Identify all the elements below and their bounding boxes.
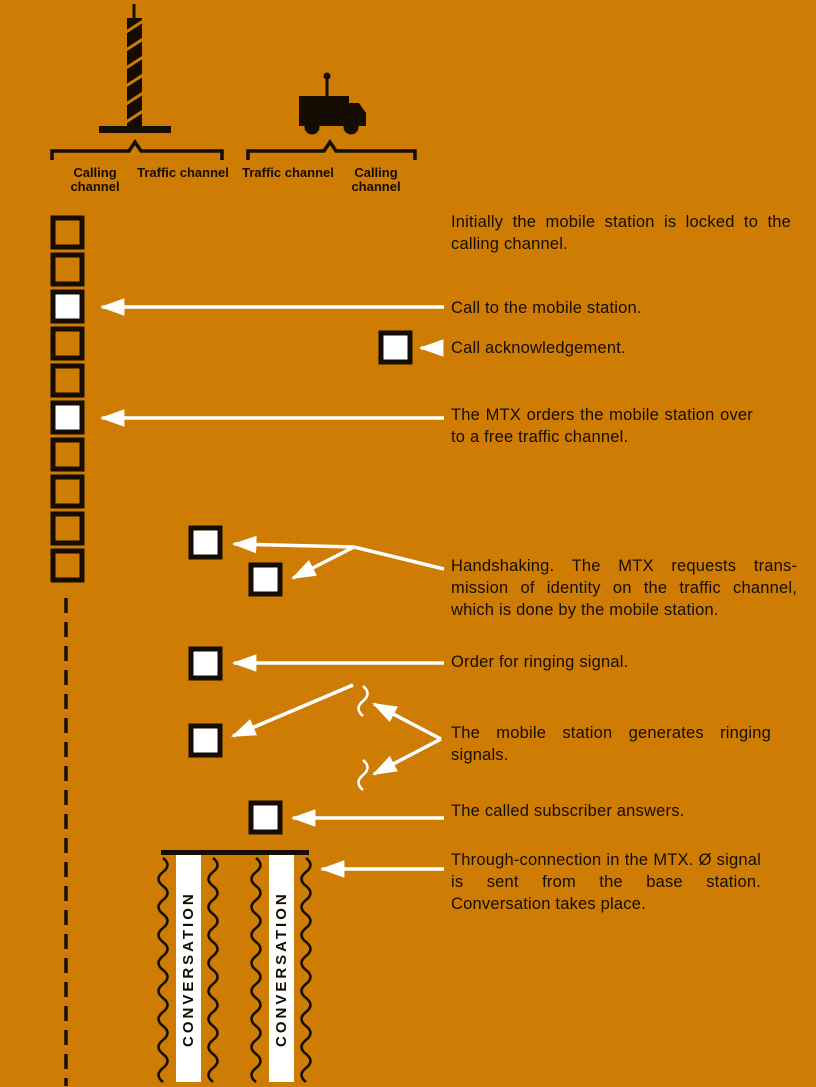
mobile-station-bracket [246, 138, 417, 160]
step-text-ringing-generated: The mobile station generates ringing sig… [451, 724, 771, 764]
signal-arrows [99, 298, 445, 878]
square-answer [248, 800, 283, 835]
arrow-handshake-stem [353, 545, 445, 571]
radio-tower-icon [99, 4, 171, 133]
step-text-call-ack: Call acknowledgement. [451, 339, 626, 357]
square-ringing-order [188, 646, 223, 681]
truck-icon [299, 72, 366, 135]
channel-slot [50, 437, 85, 472]
signal-squares [188, 330, 413, 835]
label-mobile-calling-channel: Calling channel [351, 165, 401, 195]
conversation-zigzag [300, 856, 312, 1084]
through-connection-line [161, 850, 309, 855]
ringing-signal-squiggles [357, 685, 369, 791]
calling-channel-slot-column [50, 215, 85, 583]
base-station-bracket [50, 138, 224, 160]
conversation-zigzag [157, 856, 169, 1084]
arrow-handshake-1 [231, 535, 355, 554]
arrow-ringing-down [372, 737, 442, 776]
step-text-call: Call to the mobile station. [451, 299, 642, 317]
square-handshake-2 [248, 562, 283, 597]
conversation-label-left: CONVERSATION [180, 891, 197, 1047]
arrow-handshake-2 [291, 545, 355, 580]
step-text-order-traffic: The MTX orders the mobile station over t… [451, 406, 753, 446]
step-text-through-connection: Through-connection in the MTX. Ø signal … [451, 851, 761, 913]
step-text-answer: The called subscriber answers. [451, 802, 685, 820]
square-handshake-1 [188, 525, 223, 560]
label-base-calling-channel: Calling channel [70, 165, 120, 195]
conversation-bars [157, 850, 312, 1084]
channel-slot [50, 252, 85, 287]
channel-slot-order [50, 400, 85, 435]
conversation-label-right: CONVERSATION [273, 891, 290, 1047]
label-base-traffic-channel: Traffic channel [137, 165, 229, 180]
ringing-squiggle-top [357, 685, 369, 717]
conversation-zigzag [250, 856, 262, 1084]
channel-slot [50, 548, 85, 583]
label-mobile-traffic-channel: Traffic channel [242, 165, 334, 180]
square-ringing-gen [188, 723, 223, 758]
channel-slot [50, 474, 85, 509]
conversation-bar-right [269, 851, 294, 1082]
square-call-ack [378, 330, 413, 365]
channel-slot [50, 511, 85, 546]
step-text-initial-lock: Initially the mobile station is locked t… [451, 213, 791, 253]
channel-slot [50, 326, 85, 361]
step-text-handshaking: Handshaking. The MTX requests trans­miss… [451, 557, 797, 619]
ringing-squiggle-bottom [357, 759, 369, 791]
channel-slot-call [50, 289, 85, 324]
arrow-ringing-up [372, 702, 442, 741]
arrow-ringing-to-mobile [231, 683, 354, 738]
channel-slot [50, 363, 85, 398]
conversation-zigzag [207, 856, 219, 1084]
channel-slot [50, 215, 85, 250]
conversation-bar-left [176, 851, 201, 1082]
step-text-ringing-order: Order for ringing signal. [451, 653, 629, 671]
